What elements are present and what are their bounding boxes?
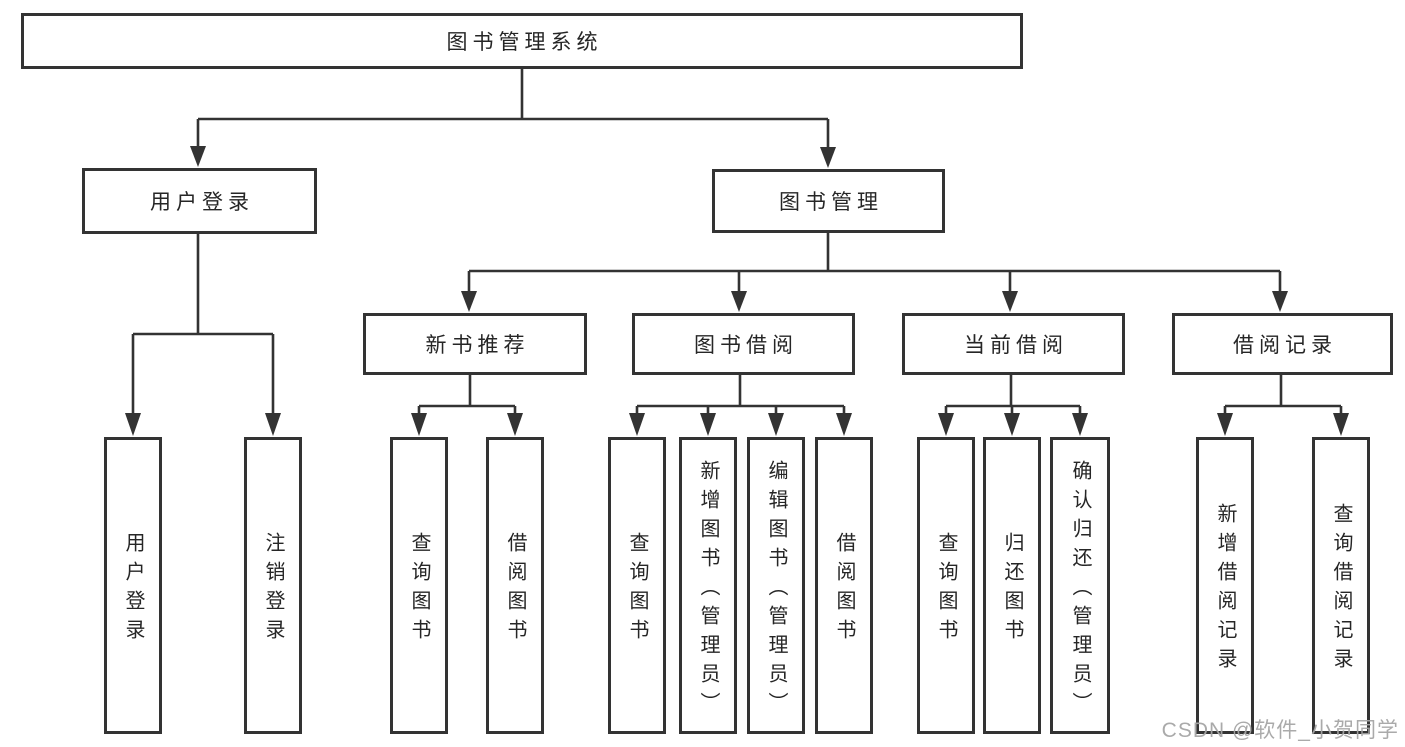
node-user-login: 用户登录 (82, 168, 317, 234)
node-label: 查询图书 (408, 532, 430, 648)
node-label: 借阅记录 (1233, 334, 1337, 357)
node-label: 查询图书 (626, 532, 648, 648)
node-label: 确认归还（管理员） (1069, 459, 1091, 721)
connector-borrow-records-children (1223, 375, 1343, 420)
node-label: 新增借阅记录 (1214, 503, 1236, 677)
node-label: 图书管理 (779, 191, 883, 214)
node-leaf-query-books-current: 查询图书 (917, 437, 975, 734)
watermark-text: CSDN @软件_小贺同学 (1161, 719, 1399, 742)
node-library-system: 图书管理系统 (21, 13, 1023, 69)
node-leaf-query-books-recommend: 查询图书 (390, 437, 448, 734)
node-leaf-logout: 注销登录 (244, 437, 302, 734)
node-new-book-recommendation: 新书推荐 (363, 313, 587, 375)
node-leaf-return-books: 归还图书 (983, 437, 1041, 734)
node-leaf-edit-books-admin: 编辑图书（管理员） (747, 437, 805, 734)
node-label: 用户登录 (150, 191, 254, 214)
connector-user-login-children (131, 234, 275, 418)
node-leaf-borrow-books-recommend: 借阅图书 (486, 437, 544, 734)
node-label: 图书管理系统 (446, 31, 603, 54)
node-label: 编辑图书（管理员） (765, 459, 787, 721)
node-leaf-confirm-return-admin: 确认归还（管理员） (1050, 437, 1110, 734)
node-label: 当前借阅 (964, 334, 1068, 357)
node-label: 图书借阅 (694, 334, 798, 357)
node-leaf-user-login: 用户登录 (104, 437, 162, 734)
node-label: 注销登录 (262, 532, 284, 648)
node-label: 借阅图书 (833, 532, 855, 648)
node-leaf-add-books-admin: 新增图书（管理员） (679, 437, 737, 734)
node-label: 借阅图书 (504, 532, 526, 648)
node-label: 新书推荐 (425, 334, 530, 357)
connector-book-mgmt-children (467, 233, 1282, 295)
node-borrowing-records: 借阅记录 (1172, 313, 1393, 375)
node-book-borrowing: 图书借阅 (632, 313, 855, 375)
connector-new-books-children (417, 375, 517, 420)
node-label: 用户登录 (122, 532, 144, 648)
node-current-borrowing: 当前借阅 (902, 313, 1125, 375)
node-leaf-query-borrow-record: 查询借阅记录 (1312, 437, 1370, 734)
node-label: 归还图书 (1001, 532, 1023, 648)
node-book-management: 图书管理 (712, 169, 945, 233)
node-leaf-borrow-books: 借阅图书 (815, 437, 873, 734)
node-label: 查询图书 (935, 532, 957, 648)
node-label: 查询借阅记录 (1330, 503, 1352, 677)
connector-book-borrow-children (635, 375, 846, 420)
arrowheads (125, 146, 1349, 436)
connector-root-to-level2 (196, 69, 830, 150)
node-label: 新增图书（管理员） (697, 459, 719, 721)
node-leaf-query-books-borrow: 查询图书 (608, 437, 666, 734)
node-leaf-add-borrow-record: 新增借阅记录 (1196, 437, 1254, 734)
